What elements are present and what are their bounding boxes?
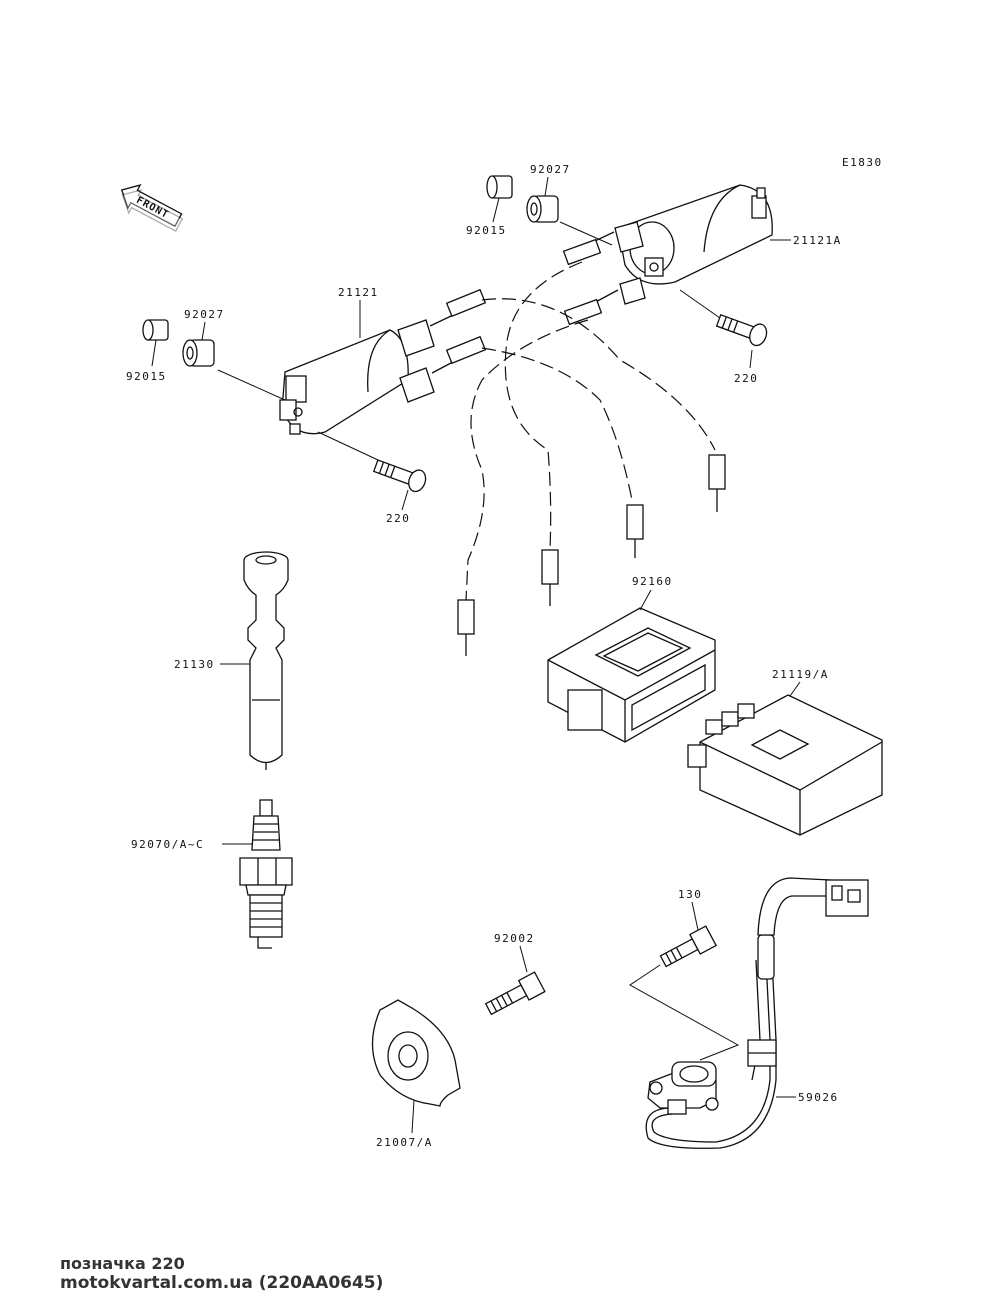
diagram-code: E1830 [842, 156, 883, 169]
label-220-right: 220 [734, 372, 758, 385]
label-21130: 21130 [174, 658, 215, 671]
label-130: 130 [678, 888, 702, 901]
spark-plug-92070 [239, 799, 293, 949]
label-92015-right: 92015 [466, 224, 507, 237]
label-21121A: 21121A [793, 234, 842, 247]
bolt-220-right [715, 313, 768, 347]
site-watermark: motokvartal.com.ua (220AA0645) [60, 1273, 384, 1293]
label-21119A: 21119/A [772, 668, 829, 681]
bolt-92002 [484, 971, 546, 1016]
cdi-cover-92160 [547, 607, 716, 743]
label-59026: 59026 [798, 1091, 839, 1104]
label-92070: 92070/A~C [131, 838, 204, 851]
label-92015-left: 92015 [126, 370, 167, 383]
ignition-coil-left [279, 288, 487, 435]
igniter-21119A [687, 694, 883, 836]
label-92027-right: 92027 [530, 163, 571, 176]
plug-caps [457, 454, 726, 656]
pickup-coil-59026 [645, 877, 869, 1149]
grommet-92027-right [526, 195, 559, 223]
bolt-220-left [372, 459, 427, 493]
grommet-92015-left [142, 319, 169, 341]
timing-rotor-21007A [371, 999, 461, 1107]
bolt-130 [659, 925, 717, 968]
front-arrow-icon: FRONT [120, 184, 184, 233]
grommet-92027-left [182, 339, 215, 367]
label-220-left: 220 [386, 512, 410, 525]
label-21121: 21121 [338, 286, 379, 299]
label-92027-left: 92027 [184, 308, 225, 321]
label-92160: 92160 [632, 575, 673, 588]
label-92002: 92002 [494, 932, 535, 945]
harness-wires [465, 261, 716, 601]
label-21007A: 21007/A [376, 1136, 433, 1149]
spark-plug-cap-21130 [243, 551, 289, 770]
reference-note: позначка 220 [60, 1254, 185, 1273]
ignition-coil-right [562, 184, 773, 326]
grommet-92015-right [486, 175, 513, 199]
